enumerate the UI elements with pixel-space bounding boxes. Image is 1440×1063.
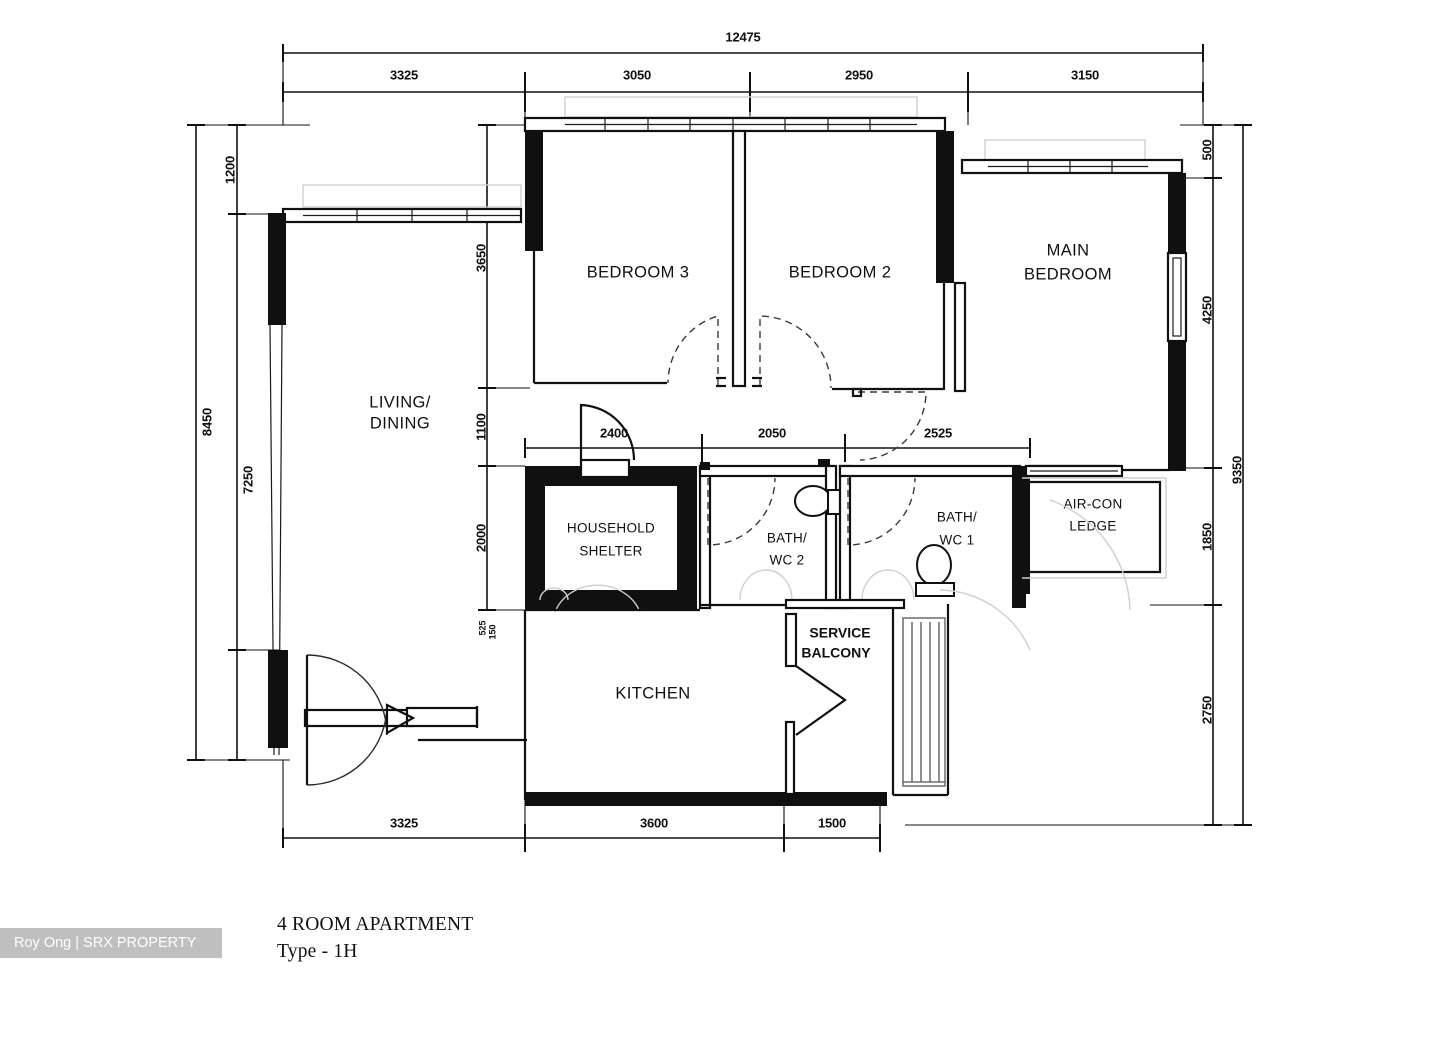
- label-bath-wc1-line1: BATH/: [937, 510, 977, 525]
- dim-right-4250: 4250: [1199, 296, 1214, 324]
- dim-top-seg3: 2950: [845, 67, 873, 82]
- dim-mid-2400: 2400: [600, 425, 628, 440]
- room-household-shelter: HOUSEHOLD SHELTER: [525, 403, 697, 613]
- room-bath-wc1: BATH/ WC 1: [838, 464, 1026, 610]
- label-service-balcony-line2: BALCONY: [801, 645, 871, 661]
- area-aircon-ledge: AIR-CON LEDGE: [1022, 464, 1167, 579]
- label-living-dining-line1: LIVING/: [369, 393, 431, 411]
- dim-right-2750: 2750: [1199, 696, 1214, 724]
- dim-interior-2000: 2000: [473, 524, 488, 552]
- dim-mid-2525: 2525: [924, 425, 952, 440]
- dim-bottom-seg3: 1500: [818, 815, 846, 830]
- right-dimension-chain: 500 4250 1850 2750 9350: [905, 124, 1252, 826]
- room-bedroom-2: BEDROOM 2: [752, 131, 954, 461]
- room-kitchen: KITCHEN: [418, 587, 887, 806]
- dim-right-overall: 9350: [1229, 456, 1244, 484]
- dim-top-overall: 12475: [725, 29, 760, 44]
- dim-top-seg1: 3325: [390, 67, 418, 82]
- label-kitchen: KITCHEN: [615, 684, 690, 702]
- label-bath-wc2-line1: BATH/: [767, 531, 807, 546]
- interior-vertical-dimension-chain: 3650 1100 2000 525 150: [473, 124, 530, 640]
- dim-mid-2050: 2050: [758, 425, 786, 440]
- scan-artifacts: [939, 499, 1131, 651]
- dim-right-500: 500: [1199, 139, 1214, 160]
- plan-title: 4 ROOM APARTMENT: [277, 914, 474, 935]
- bottom-dimension-chain: 3325 3600 1500: [282, 760, 881, 852]
- watermark-srx-property: Roy Ong | SRX PROPERTY: [0, 928, 222, 958]
- label-household-shelter-line2: SHELTER: [579, 544, 642, 559]
- room-bedroom-3: BEDROOM 3: [525, 129, 747, 388]
- dim-interior-tiny-b: 150: [487, 624, 497, 639]
- bedroom-window-band: [523, 96, 947, 133]
- middle-dimension-chain: 2400 2050 2525: [524, 425, 1031, 462]
- label-service-balcony-line1: SERVICE: [809, 625, 870, 641]
- dim-left-top: 1200: [222, 156, 237, 184]
- label-main-bedroom-line1: MAIN: [1047, 241, 1090, 259]
- label-main-bedroom-line2: BEDROOM: [1024, 265, 1112, 283]
- dim-left-overall: 8450: [199, 408, 214, 436]
- top-dimension-chain: 12475 3325 3050 2950 3150: [282, 29, 1204, 125]
- entrance-door: [268, 650, 479, 786]
- dim-interior-tiny-a: 525: [477, 620, 487, 635]
- plan-caption: 4 ROOM APARTMENT Type - 1H: [277, 911, 473, 965]
- label-bedroom-2: BEDROOM 2: [789, 263, 892, 281]
- dim-bottom-seg2: 3600: [640, 815, 668, 830]
- label-household-shelter-line1: HOUSEHOLD: [567, 521, 655, 536]
- dim-interior-3650: 3650: [473, 244, 488, 272]
- dim-top-seg2: 3050: [623, 67, 651, 82]
- plan-subtitle: Type - 1H: [277, 941, 358, 962]
- dim-right-1850: 1850: [1199, 523, 1214, 551]
- dim-top-seg4: 3150: [1071, 67, 1099, 82]
- dim-interior-1100: 1100: [473, 413, 488, 440]
- area-service-balcony: SERVICE BALCONY: [784, 598, 950, 797]
- label-bath-wc1-line2: WC 1: [940, 533, 975, 548]
- label-bedroom-3: BEDROOM 3: [587, 263, 690, 281]
- label-aircon-ledge-line1: AIR-CON: [1063, 497, 1122, 512]
- label-living-dining-line2: DINING: [370, 414, 430, 432]
- label-bath-wc2-line2: WC 2: [770, 553, 805, 568]
- dim-bottom-seg1: 3325: [390, 815, 418, 830]
- room-bath-wc2: BATH/ WC 2: [698, 459, 843, 610]
- dim-left-sub: 7250: [240, 466, 255, 494]
